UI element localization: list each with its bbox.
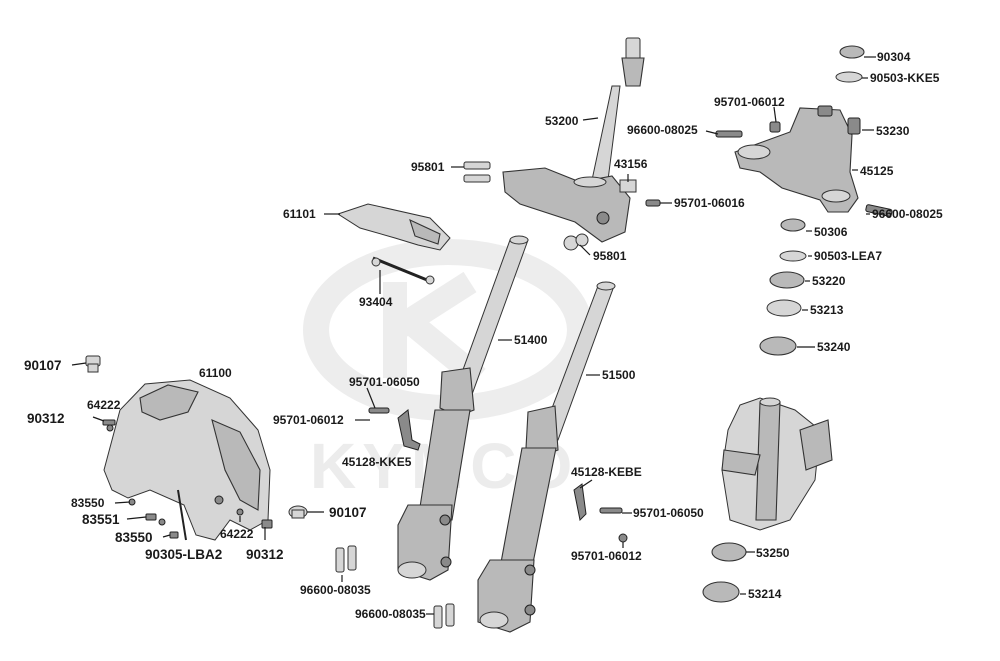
label-83550-bottom: 83550 [115,530,153,545]
label-53220: 53220 [812,274,846,288]
label-53240: 53240 [817,340,851,354]
label-43156: 43156 [614,157,648,171]
label-53250: 53250 [756,546,790,560]
label-95701-06012-top: 95701-06012 [714,95,785,109]
label-83550-top: 83550 [71,496,105,510]
label-90503-lea7: 90503-LEA7 [814,249,882,263]
label-64222-bottom: 64222 [220,527,254,541]
label-95701-06050-right: 95701-06050 [633,506,704,520]
label-53230: 53230 [876,124,910,138]
left-fork-leg-part [397,235,529,581]
label-45125: 45125 [860,164,894,178]
label-53214: 53214 [748,587,782,601]
label-90304: 90304 [877,50,911,64]
label-90312-bottom: 90312 [246,547,284,562]
front-fender-61100-part [103,379,271,541]
label-90312-left: 90312 [27,411,65,426]
label-95701-06012-mid: 95701-06012 [273,413,344,427]
cover-61101-part [336,203,451,285]
label-64222-top: 64222 [87,398,121,412]
label-90107-mid: 90107 [329,505,367,520]
leader-lines [71,56,876,615]
label-95701-06016: 95701-06016 [674,196,745,210]
label-95801-upper: 95801 [411,160,445,174]
bolt-95701-06016 [645,199,661,207]
label-95801-lower: 95801 [593,249,627,263]
label-50306: 50306 [814,225,848,239]
upper-fork-bridge-part [715,105,893,217]
label-95701-06050-left: 95701-06050 [349,375,420,389]
label-61101: 61101 [283,207,316,221]
label-83551: 83551 [82,512,120,527]
lower-bearing-stack [702,542,747,603]
label-90503-kke5: 90503-KKE5 [870,71,940,85]
part-labels: 90304 90503-KKE5 95701-06012 96600-08025… [24,50,943,621]
label-96600-08025-right: 96600-08025 [872,207,943,221]
frame-head-pipe-part [721,397,833,531]
hose-guide-45128-kke5 [368,407,421,451]
label-96600-08035-bottom: 96600-08035 [355,607,426,621]
clamp-95801-lower [563,233,589,251]
small-fasteners-left [85,355,308,541]
label-51500: 51500 [602,368,636,382]
label-96600-08035-left: 96600-08035 [300,583,371,597]
label-61100: 61100 [199,366,232,380]
steering-bearing-stack [759,45,865,356]
label-53213: 53213 [810,303,844,317]
label-90305-lba2: 90305-LBA2 [145,547,222,562]
label-53200: 53200 [545,114,579,128]
steering-stem-part [502,37,645,243]
label-95701-06012-bottom: 95701-06012 [571,549,642,563]
label-90107-left: 90107 [24,358,62,373]
label-45128-kke5: 45128-KKE5 [342,455,412,469]
bolt-95801-upper [463,161,491,183]
label-45128-kebe: 45128-KEBE [571,465,642,479]
label-96600-08025-top: 96600-08025 [627,123,698,137]
label-93404: 93404 [359,295,393,309]
hose-guide-45128-kebe [573,483,628,543]
right-fork-leg-part [477,281,616,633]
label-51400: 51400 [514,333,548,347]
bolts-96600-08035 [335,545,455,629]
